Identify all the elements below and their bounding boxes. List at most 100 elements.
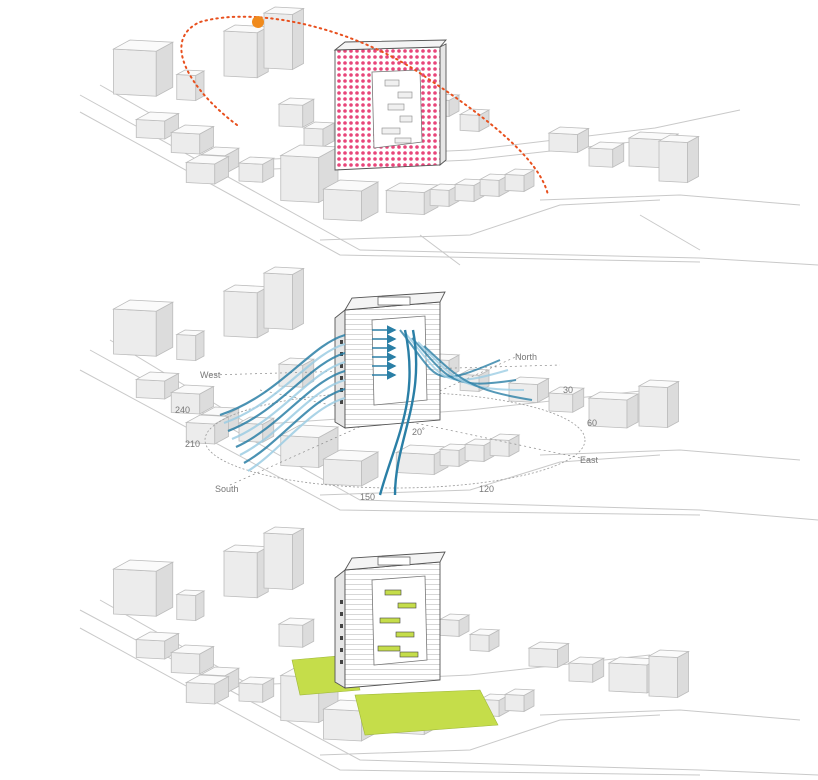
context-building-face bbox=[439, 448, 460, 467]
wind-flow-line bbox=[423, 345, 533, 401]
context-building-face bbox=[176, 74, 197, 101]
context-building-face bbox=[504, 693, 525, 712]
context-building-face bbox=[135, 379, 166, 400]
context-building-face bbox=[323, 708, 362, 742]
context-building-face bbox=[223, 550, 258, 599]
degree-60-label: 60 bbox=[587, 418, 597, 428]
sun-study-panel bbox=[79, 6, 818, 266]
wind-flow-line bbox=[417, 341, 525, 391]
context-building-face bbox=[223, 30, 258, 79]
context-building-face bbox=[185, 682, 216, 705]
context-building-face bbox=[199, 146, 241, 157]
context-building-face bbox=[278, 103, 304, 128]
context-buildings bbox=[112, 526, 690, 742]
context-building-face bbox=[528, 647, 558, 668]
context-building-face bbox=[263, 272, 293, 330]
context-building-face bbox=[463, 438, 496, 446]
context-building-face bbox=[278, 623, 304, 648]
context-building-face bbox=[134, 631, 180, 642]
context-building-face bbox=[222, 284, 270, 294]
context-building-face bbox=[113, 568, 157, 617]
context-building-face bbox=[395, 452, 435, 475]
degree-150-label: 150 bbox=[360, 492, 375, 502]
compass-west-label: West bbox=[200, 370, 221, 380]
sun-path bbox=[180, 15, 549, 196]
context-building-face bbox=[568, 662, 594, 683]
context-building-face bbox=[135, 639, 166, 660]
context-building-face bbox=[608, 662, 648, 694]
context-building-face bbox=[667, 380, 679, 429]
context-building-face bbox=[134, 111, 180, 122]
compass-south-label: South bbox=[215, 484, 239, 494]
context-building-face bbox=[454, 183, 475, 202]
context-building-face bbox=[113, 48, 157, 97]
context-building-face bbox=[199, 406, 241, 417]
context-building-face bbox=[657, 134, 700, 143]
wind-flow-line bbox=[231, 360, 346, 441]
context-building-face bbox=[322, 179, 380, 192]
context-building-face bbox=[479, 178, 500, 197]
context-building-face bbox=[112, 559, 175, 572]
context-building-face bbox=[222, 544, 270, 554]
context-building-face bbox=[453, 178, 486, 186]
wind-flows bbox=[219, 325, 533, 496]
context-building-face bbox=[503, 168, 536, 176]
context-building-face bbox=[677, 650, 689, 699]
context-building-face bbox=[548, 132, 578, 153]
context-building-face bbox=[567, 656, 606, 665]
degree-210-label: 210 bbox=[185, 439, 200, 449]
context-building-face bbox=[429, 188, 450, 207]
context-building-face bbox=[323, 458, 362, 487]
degree-20-label: 20˚ bbox=[412, 427, 425, 437]
context-building-face bbox=[459, 113, 480, 132]
context-building-face bbox=[169, 644, 215, 655]
context-building-face bbox=[169, 384, 215, 395]
context-building-face bbox=[648, 655, 678, 698]
context-building-face bbox=[237, 676, 276, 685]
context-building-face bbox=[504, 173, 525, 192]
context-building-face bbox=[134, 371, 180, 382]
context-building-face bbox=[112, 299, 175, 312]
context-building-face bbox=[237, 156, 276, 165]
context-building-face bbox=[384, 182, 440, 193]
context-building-face bbox=[175, 589, 206, 596]
context-building-face bbox=[508, 382, 538, 403]
wind-flow-line bbox=[235, 369, 346, 449]
wind-flow-line bbox=[227, 351, 346, 433]
context-building-face bbox=[439, 618, 460, 637]
context-building-face bbox=[438, 613, 471, 621]
context-building-face bbox=[322, 449, 380, 462]
context-building-face bbox=[279, 424, 340, 438]
context-building-face bbox=[263, 532, 293, 590]
green-courtyard-south bbox=[354, 689, 499, 736]
wind-study-panel: North West East South 30 60 120 150 210 … bbox=[79, 266, 818, 521]
context-building-face bbox=[170, 132, 201, 155]
context-building-face bbox=[262, 526, 305, 535]
context-building-face bbox=[302, 121, 336, 130]
tower bbox=[333, 39, 447, 171]
context-building-face bbox=[195, 330, 205, 362]
wind-flow-line bbox=[247, 396, 346, 472]
compass-rose: North West East South 30 60 120 150 210 … bbox=[175, 352, 599, 502]
context-building-face bbox=[488, 433, 521, 441]
context-building-face bbox=[184, 154, 230, 165]
context-building-face bbox=[169, 124, 215, 135]
tower bbox=[334, 551, 446, 689]
context-building-face bbox=[199, 666, 241, 677]
context-building-face bbox=[303, 127, 324, 148]
green-study-panel bbox=[79, 526, 818, 776]
context-building-face bbox=[548, 392, 574, 413]
context-building-face bbox=[292, 527, 304, 591]
context-buildings bbox=[112, 6, 700, 222]
context-building-face bbox=[385, 190, 425, 215]
degree-30-label: 30 bbox=[563, 385, 573, 395]
context-building-face bbox=[135, 119, 166, 140]
context-building-face bbox=[175, 69, 206, 76]
degree-120-label: 120 bbox=[479, 484, 494, 494]
context-building-face bbox=[277, 97, 316, 106]
wind-flow-line bbox=[243, 387, 346, 464]
context-building-face bbox=[468, 628, 501, 636]
sun-icon bbox=[252, 16, 264, 28]
context-building-face bbox=[587, 391, 640, 401]
